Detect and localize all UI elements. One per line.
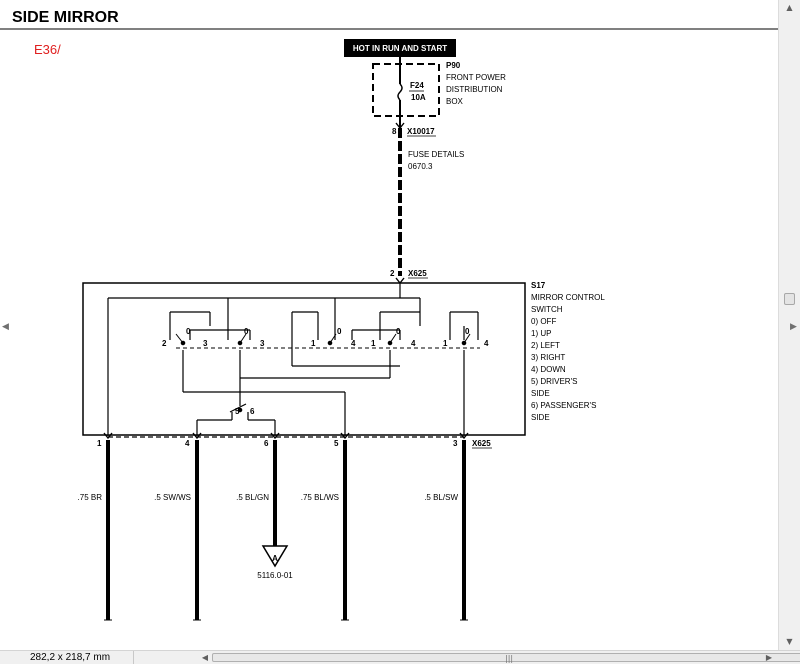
contact-label: 3 [203, 339, 208, 348]
switch-position-6: 6) PASSENGER'S [531, 401, 596, 410]
contact-label: 1 [311, 339, 316, 348]
fuse-symbol [397, 83, 403, 101]
contact-label: 0 [337, 327, 342, 336]
page-title: SIDE MIRROR [12, 9, 119, 26]
output-connector-label: X625 [472, 439, 491, 448]
grip-icon: ||| [505, 654, 514, 663]
switch-name-1: MIRROR CONTROL [531, 293, 605, 302]
switch-position-5-cont: SIDE [531, 389, 550, 398]
fuse-id: F24 [410, 81, 424, 90]
vertical-scrollbar[interactable]: ▲ ▼ [778, 0, 800, 650]
fuse-box-name-2: DISTRIBUTION [446, 85, 503, 94]
output-pin-4: 4 [185, 439, 190, 448]
output-pin-1: 1 [97, 439, 102, 448]
horizontal-scrollbar[interactable]: ◀ ||| ▶ [136, 651, 800, 664]
switch-position-1: 1) UP [531, 329, 551, 338]
output-wires [106, 440, 466, 620]
ground-symbol-letter: A [272, 554, 278, 563]
horizontal-scroll-thumb[interactable]: ||| [212, 653, 800, 663]
wire-label-bl-ws: .75 BL/WS [301, 493, 339, 502]
output-pin-3: 3 [453, 439, 458, 448]
model-label: E36/ [34, 42, 61, 57]
contact-label: 4 [484, 339, 489, 348]
switch-contacts [175, 333, 471, 413]
supply-label: HOT IN RUN AND START [353, 44, 447, 53]
output-chevrons [103, 432, 469, 440]
contact-label: 1 [371, 339, 376, 348]
switch-position-0: 0) OFF [531, 317, 556, 326]
contact-label: 4 [351, 339, 356, 348]
switch-internal-wiring [107, 283, 479, 436]
contact-label: 0 [465, 327, 470, 336]
fuse-rating: 10A [411, 93, 426, 102]
scroll-down-arrow-icon[interactable]: ▼ [786, 637, 793, 646]
fuse-box-id: P90 [446, 61, 461, 70]
ground-reference: 5116.0-01 [257, 571, 293, 580]
contact-label: 0 [244, 327, 249, 336]
document-viewer: SIDE MIRROR E36/ HOT IN RUN AND START F2… [0, 9, 778, 621]
switch-position-2: 2) LEFT [531, 341, 560, 350]
output-pin-5: 5 [334, 439, 339, 448]
connector-x10017: X10017 [407, 127, 435, 136]
scroll-left-arrow-icon[interactable]: ◀ [2, 322, 9, 332]
switch-position-3: 3) RIGHT [531, 353, 565, 362]
fuse-box-outline [372, 63, 440, 117]
wire-label-br: .75 BR [78, 493, 103, 502]
scroll-up-arrow-icon[interactable]: ▲ [786, 3, 793, 12]
wire-label-bl-sw: .5 BL/SW [424, 493, 458, 502]
supply-header-box [344, 39, 456, 57]
status-bar: 282,2 x 218,7 mm ◀ ||| ▶ [0, 650, 800, 664]
switch-position-4: 4) DOWN [531, 365, 566, 374]
scroll-right-arrow-icon[interactable]: ▶ [790, 322, 797, 332]
fuse-details-label: FUSE DETAILS [408, 150, 464, 159]
wire-label-bl-gn: .5 BL/GN [236, 493, 269, 502]
contact-label: 0 [186, 327, 191, 336]
switch-input-pin: 2 [390, 269, 395, 278]
scroll-right-arrow-icon[interactable]: ▶ [765, 653, 773, 662]
contact-label: 4 [411, 339, 416, 348]
switch-id: S17 [531, 281, 546, 290]
output-pin-6: 6 [264, 439, 269, 448]
fuse-box-name-3: BOX [446, 97, 464, 106]
contact-label: 2 [162, 339, 167, 348]
scroll-left-arrow-icon[interactable]: ◀ [201, 653, 209, 662]
page-dimensions: 282,2 x 218,7 mm [4, 651, 134, 664]
switch-position-5: 5) DRIVER'S [531, 377, 577, 386]
switch-input-connector: X625 [408, 269, 427, 278]
vertical-scroll-thumb[interactable] [784, 293, 795, 305]
fuse-details-ref: 0670.3 [408, 162, 433, 171]
contact-label: 1 [443, 339, 448, 348]
ground-icon [261, 545, 289, 568]
contact-label: 0 [396, 327, 401, 336]
contact-label: 3 [260, 339, 265, 348]
switch-enclosure [82, 282, 526, 436]
contact-label: 6 [250, 407, 255, 416]
wire-label-sw-ws: .5 SW/WS [154, 493, 191, 502]
fuse-box-name-1: FRONT POWER [446, 73, 506, 82]
switch-name-2: SWITCH [531, 305, 563, 314]
fuse-pin: 8 [392, 127, 397, 136]
switch-position-6-cont: SIDE [531, 413, 550, 422]
contact-label: 5 [235, 407, 240, 416]
wiring-diagram: SIDE MIRROR E36/ HOT IN RUN AND START F2… [0, 9, 778, 621]
